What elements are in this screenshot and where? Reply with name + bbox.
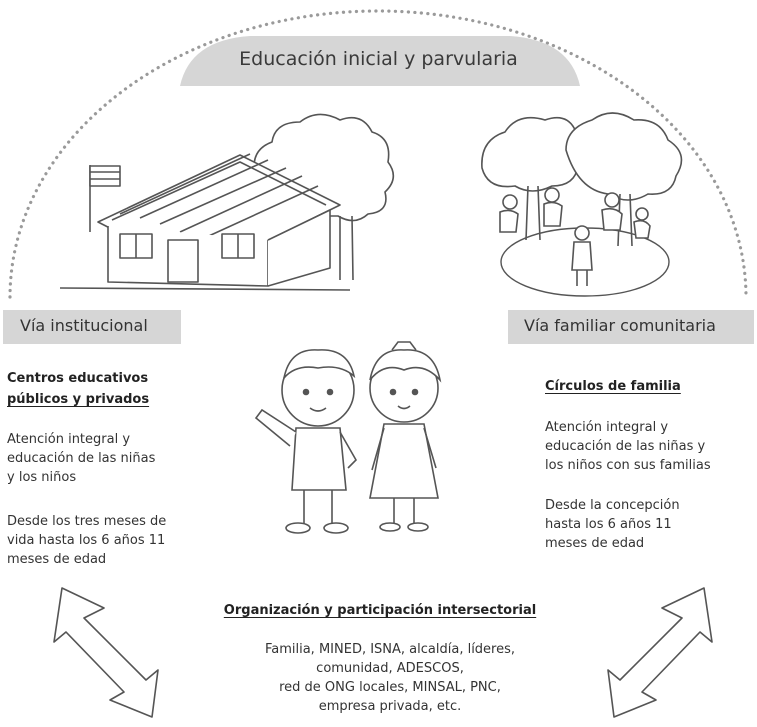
family-circle-illustration bbox=[481, 112, 683, 297]
right-tab-label: Vía familiar comunitaria bbox=[524, 316, 716, 335]
right-age-line2: hasta los 6 años 11 bbox=[545, 517, 672, 532]
left-tab-label: Vía institucional bbox=[20, 316, 148, 335]
children-illustration bbox=[254, 341, 442, 534]
bottom-heading: Organización y participación intersector… bbox=[223, 603, 537, 618]
left-age-line1: Desde los tres meses de bbox=[7, 514, 167, 529]
left-double-arrow-icon bbox=[53, 587, 159, 718]
left-desc-line2: educación de las niñas bbox=[7, 451, 156, 466]
right-desc-line1: Atención integral y bbox=[545, 420, 669, 435]
right-desc-line2: educación de las niñas y bbox=[545, 439, 706, 454]
title-tab bbox=[180, 36, 580, 86]
right-desc-line3: los niños con sus familias bbox=[545, 458, 711, 473]
diagram-title: Educación inicial y parvularia bbox=[239, 48, 518, 70]
left-age-line3: meses de edad bbox=[7, 552, 107, 567]
right-double-arrow-icon bbox=[607, 587, 713, 718]
bottom-line4: empresa privada, etc. bbox=[318, 699, 462, 714]
left-desc-line3: y los niños bbox=[7, 470, 77, 485]
left-desc-line1: Atención integral y bbox=[7, 432, 131, 447]
right-age-line1: Desde la concepción bbox=[545, 498, 680, 513]
bottom-line3: red de ONG locales, MINSAL, PNC, bbox=[279, 680, 501, 695]
right-heading: Círculos de familia bbox=[545, 379, 681, 394]
left-age-line2: vida hasta los 6 años 11 bbox=[7, 533, 166, 548]
bottom-line2: comunidad, ADESCOS, bbox=[316, 661, 464, 676]
left-heading-line2: públicos y privados bbox=[7, 392, 150, 407]
right-age-line3: meses de edad bbox=[545, 536, 645, 551]
right-tab bbox=[508, 310, 754, 344]
bottom-line1: Familia, MINED, ISNA, alcaldía, líderes, bbox=[264, 642, 516, 657]
left-tab bbox=[3, 310, 181, 344]
left-heading-line1: Centros educativos bbox=[7, 371, 149, 386]
house-illustration bbox=[59, 113, 395, 291]
